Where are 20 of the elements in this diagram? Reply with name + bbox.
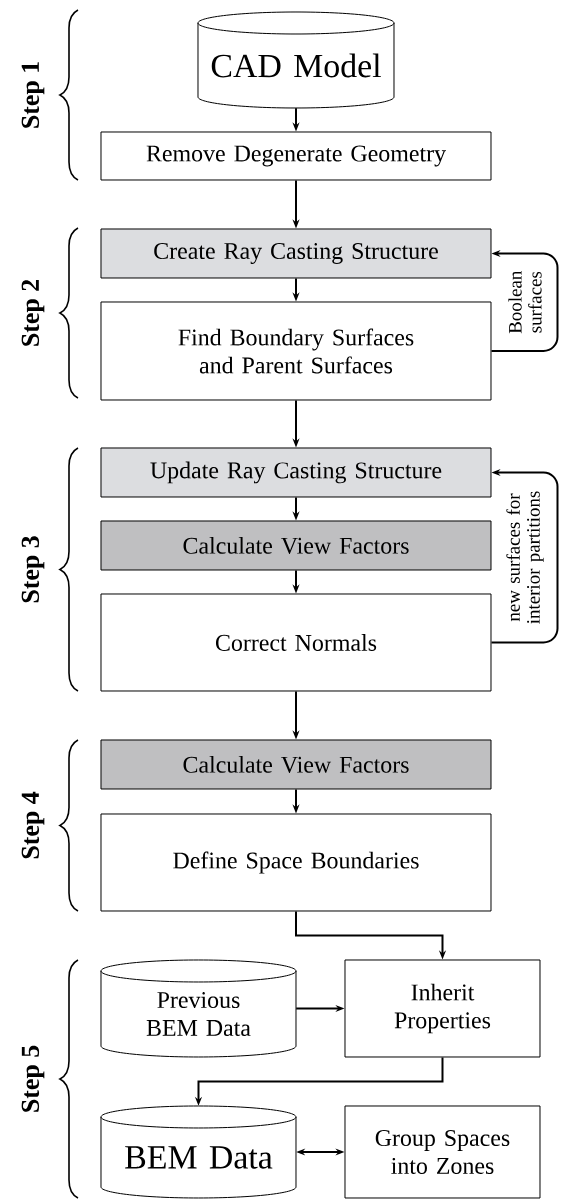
- process-box: Update Ray Casting Structure: [100, 447, 492, 498]
- edge-label: Boolean surfaces: [508, 271, 542, 334]
- process-box: Remove Degenerate Geometry: [100, 131, 492, 181]
- process-box: Find Boundary Surfaces and Parent Surfaces: [100, 301, 492, 401]
- step-label: Step 1: [21, 62, 45, 128]
- edge-label: new surfaces for interior partitions: [506, 491, 544, 624]
- process-box: Inherit Properties: [344, 959, 541, 1058]
- step-label: Step 3: [21, 536, 45, 603]
- process-box: Correct Normals: [100, 593, 492, 692]
- database-cylinder: BEM Data: [100, 1105, 297, 1199]
- database-cylinder: Previous BEM Data: [100, 959, 297, 1058]
- process-box: Calculate View Factors: [100, 520, 492, 571]
- process-box: Group Spaces into Zones: [344, 1105, 541, 1199]
- process-box: Define Space Boundaries: [100, 813, 492, 912]
- step-label: Step 5: [21, 1045, 45, 1112]
- database-cylinder: CAD Model: [197, 11, 395, 109]
- step-label: Step 4: [21, 791, 45, 859]
- process-box: Calculate View Factors: [100, 739, 492, 790]
- process-box: Create Ray Casting Structure: [100, 228, 492, 279]
- step-label: Step 2: [21, 279, 45, 346]
